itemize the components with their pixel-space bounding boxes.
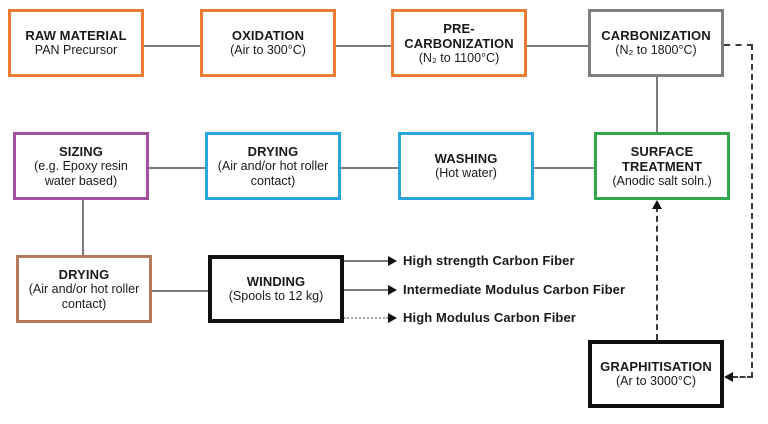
connector-carbonization-to-surface-treatment (656, 77, 658, 132)
connector-surface-treatment-to-washing (534, 167, 594, 169)
dashed-connector-right-vertical (751, 44, 753, 378)
box-subtitle-winding: (Spools to 12 kg) (228, 289, 324, 303)
connector-winding-to-high-modulus (344, 317, 388, 319)
box-title-graphitisation: GRAPHITISATION (600, 359, 712, 374)
process-box-sizing: SIZING (e.g. Epoxy resin water based) (13, 132, 149, 200)
box-title-winding: WINDING (246, 274, 306, 289)
connector-oxidation-to-pre-carbonization (336, 45, 391, 47)
process-box-carbonization: CARBONIZATION (N₂ to 1800°C) (588, 9, 724, 77)
arrowhead-high-modulus-icon (388, 313, 397, 323)
box-title-oxidation: OXIDATION (231, 28, 305, 43)
arrowhead-into-surface-treatment-icon (652, 200, 662, 209)
box-title-drying-top: DRYING (247, 143, 299, 159)
box-title-raw-material: RAW MATERIAL (25, 28, 127, 43)
connector-drying-bottom-to-winding (152, 290, 208, 292)
box-subtitle-graphitisation: (Ar to 3000°C) (615, 374, 697, 388)
output-label-high-strength: High strength Carbon Fiber (403, 253, 575, 268)
box-subtitle-oxidation: (Air to 300°C) (230, 43, 306, 57)
arrowhead-into-graphitisation-icon (724, 372, 733, 382)
arrowhead-intermediate-modulus-icon (388, 285, 397, 295)
output-label-intermediate-modulus: Intermediate Modulus Carbon Fiber (403, 282, 626, 297)
connector-pre-carbonization-to-carbonization (527, 45, 588, 47)
connector-drying-top-to-sizing (149, 167, 205, 169)
process-box-pre-carbonization: PRE-CARBONIZATION (N₂ to 1100°C) (391, 9, 527, 77)
connector-winding-to-high-strength (344, 260, 388, 262)
box-title-surface-treatment: SURFACE TREATMENT (621, 143, 703, 174)
process-box-oxidation: OXIDATION (Air to 300°C) (200, 9, 336, 77)
box-subtitle-washing: (Hot water) (435, 166, 497, 180)
process-box-drying-top: DRYING (Air and/or hot roller contact) (205, 132, 341, 200)
box-subtitle-raw-material: PAN Precursor (34, 43, 118, 57)
box-subtitle-pre-carbonization: (N₂ to 1100°C) (418, 50, 500, 65)
box-title-pre-carbonization: PRE-CARBONIZATION (404, 20, 514, 51)
process-box-graphitisation: GRAPHITISATION (Ar to 3000°C) (588, 340, 724, 408)
box-title-washing: WASHING (434, 151, 498, 166)
box-title-sizing: SIZING (59, 143, 103, 159)
box-subtitle-drying-top: (Air and/or hot roller contact) (217, 158, 329, 188)
box-title-drying-bottom: DRYING (58, 266, 110, 282)
connector-raw-material-to-oxidation (144, 45, 200, 47)
box-subtitle-surface-treatment: (Anodic salt soln.) (612, 173, 712, 188)
box-subtitle-carbonization: (N₂ to 1800°C) (615, 43, 697, 57)
process-box-washing: WASHING (Hot water) (398, 132, 534, 200)
process-box-drying-bottom: DRYING (Air and/or hot roller contact) (16, 255, 152, 323)
arrowhead-high-strength-icon (388, 256, 397, 266)
connector-sizing-to-drying-bottom (82, 200, 84, 255)
connector-winding-to-intermediate-modulus (344, 289, 388, 291)
dashed-connector-into-graphitisation (732, 376, 753, 378)
output-label-high-modulus: High Modulus Carbon Fiber (403, 310, 576, 325)
dashed-connector-carbonization-right (724, 44, 753, 46)
box-subtitle-drying-bottom: (Air and/or hot roller contact) (28, 281, 140, 311)
box-title-carbonization: CARBONIZATION (601, 28, 711, 43)
process-box-surface-treatment: SURFACE TREATMENT (Anodic salt soln.) (594, 132, 730, 200)
dashed-connector-graphitisation-to-surface-treatment (656, 206, 658, 340)
process-box-winding: WINDING (Spools to 12 kg) (208, 255, 344, 323)
process-box-raw-material: RAW MATERIAL PAN Precursor (8, 9, 144, 77)
box-subtitle-sizing: (e.g. Epoxy resin water based) (34, 158, 128, 188)
connector-washing-to-drying-top (341, 167, 398, 169)
